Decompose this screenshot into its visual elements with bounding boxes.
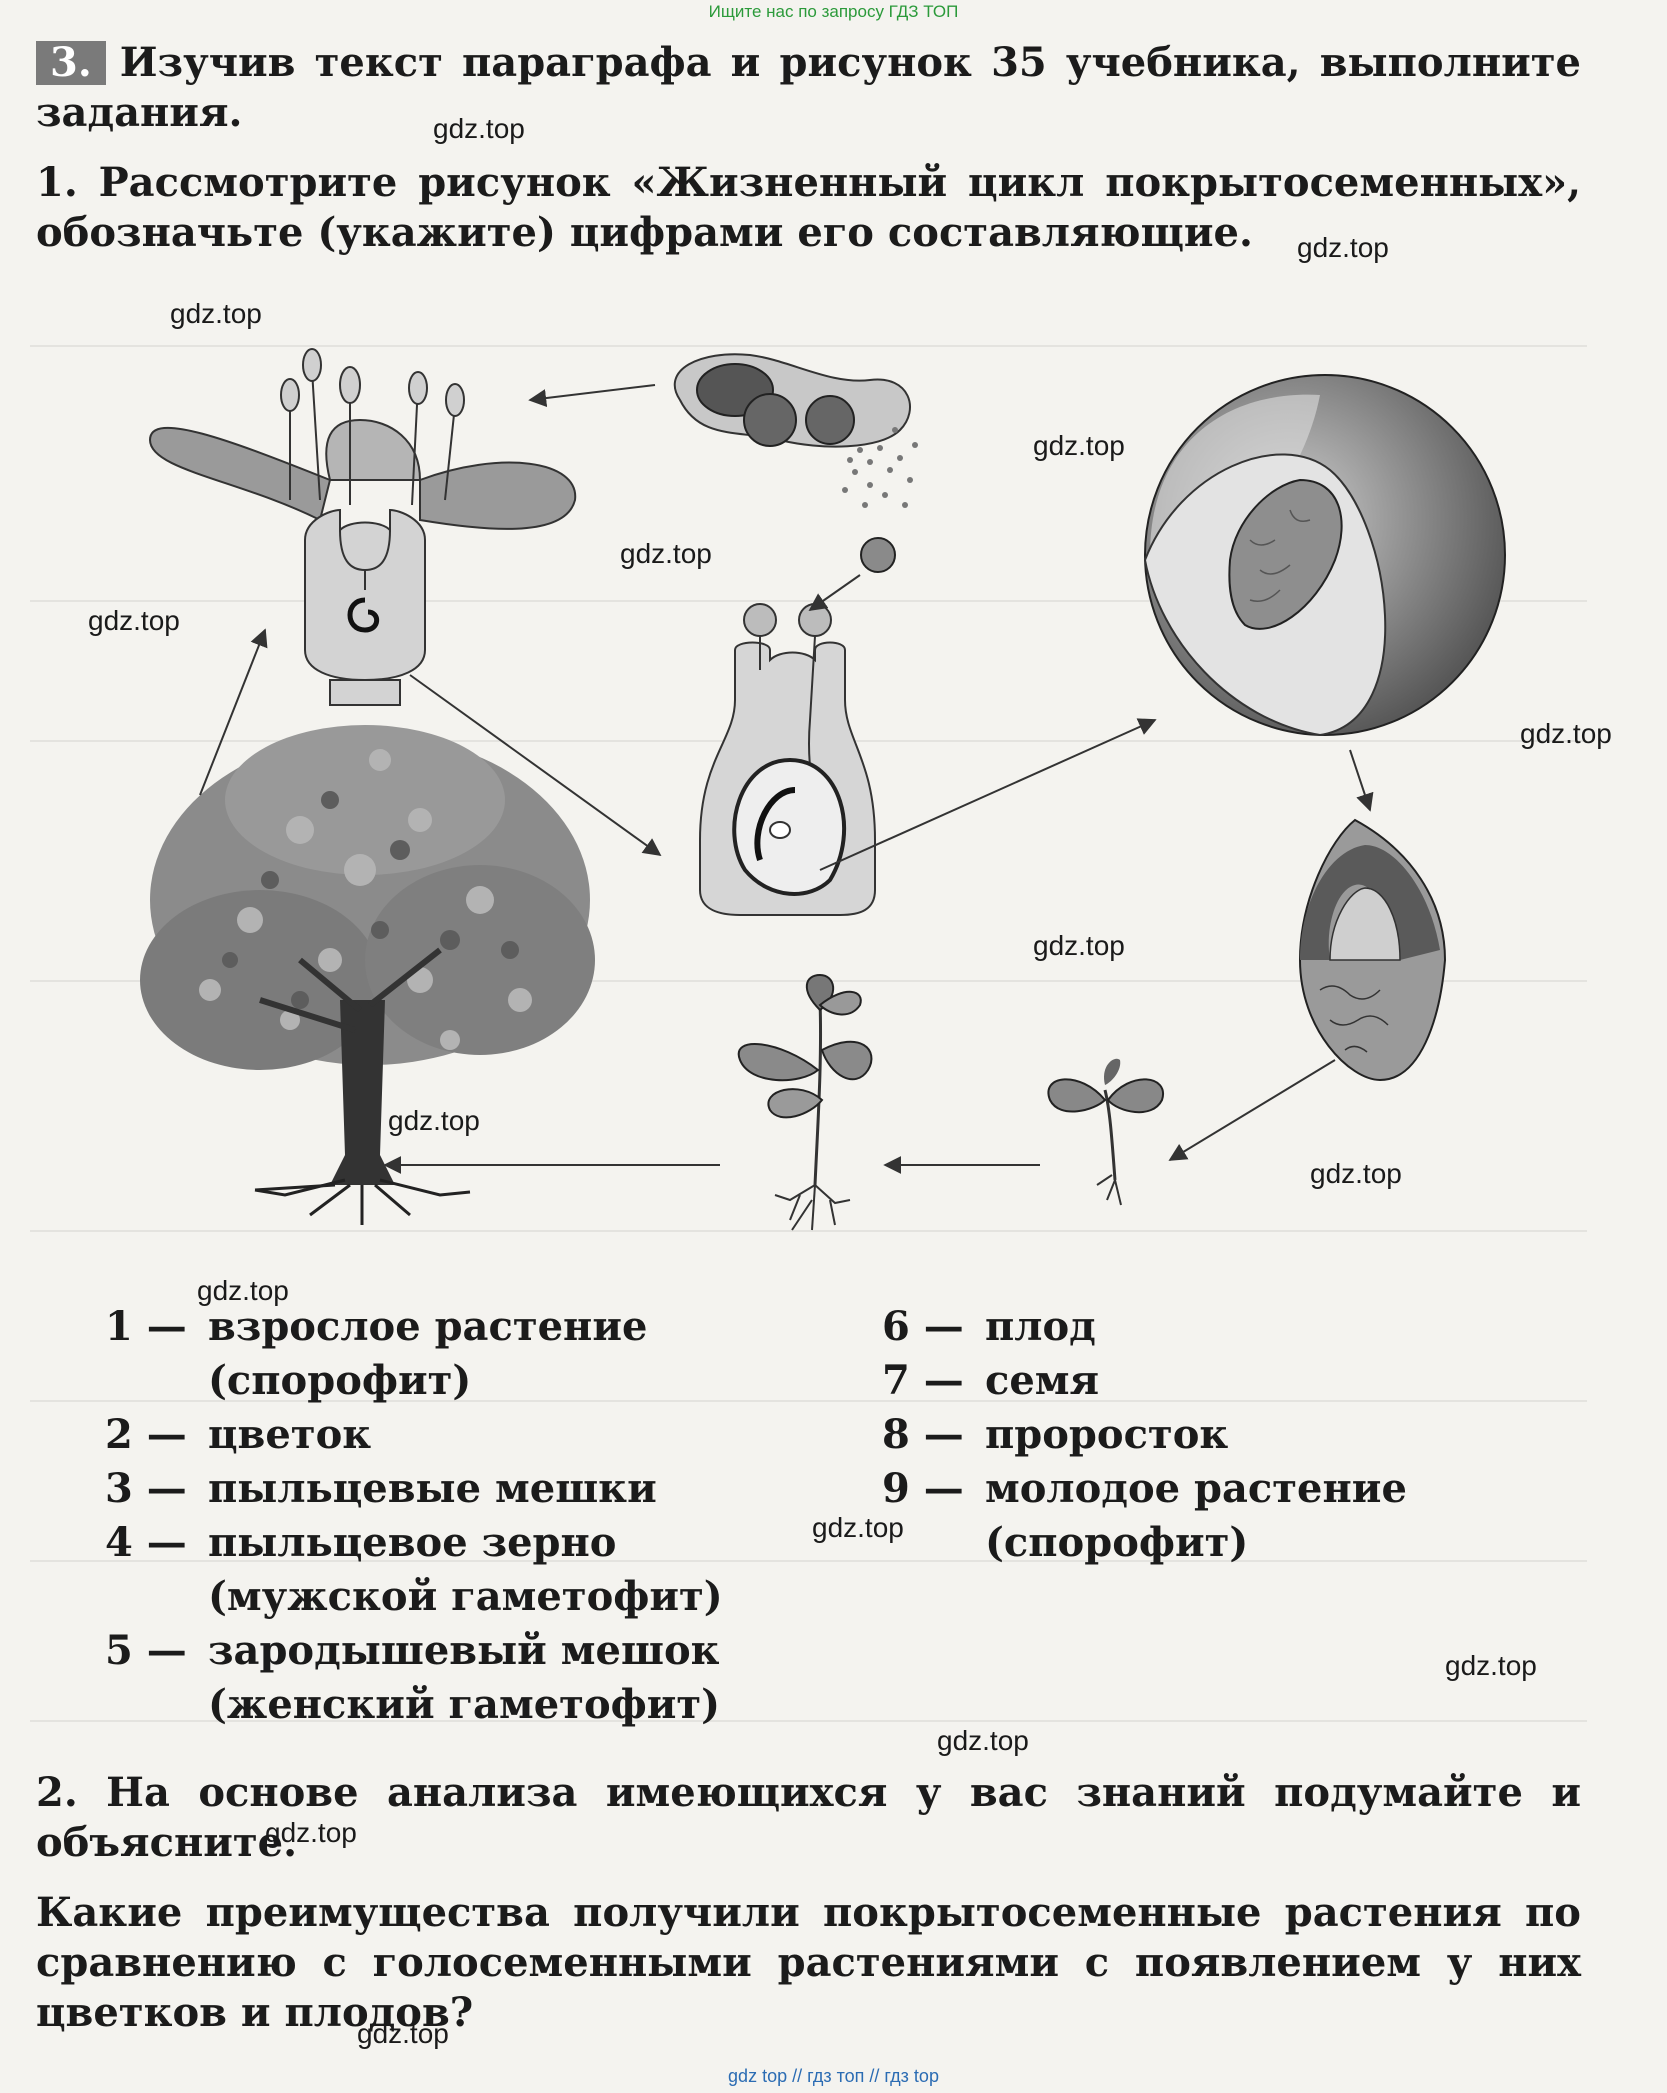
- life-cycle-arrows: [199, 384, 1374, 1174]
- watermark: gdz.top: [1445, 1650, 1537, 1681]
- young-plant-illustration: [737, 973, 873, 1231]
- watermark: gdz.top: [1297, 232, 1389, 263]
- legend-item-7: 7 —семя: [882, 1357, 1100, 1404]
- legend-item-1-cont: (спорофит): [208, 1357, 472, 1404]
- legend-left: 1 —взрослое растение (спорофит) 2 —цвето…: [105, 1300, 723, 1732]
- watermark: gdz.top: [1033, 930, 1125, 961]
- watermark: gdz.top: [1310, 1158, 1402, 1189]
- question-2: 2. На основе анализа имеющихся у вас зна…: [36, 1769, 1581, 1866]
- pollen-sacs-illustration: [673, 353, 918, 508]
- flower-illustration: [148, 348, 577, 706]
- legend-item-9: 9 —молодое растение: [882, 1465, 1407, 1512]
- legend-item-4: 4 —пыльцевое зерно: [105, 1519, 617, 1566]
- task-intro-text: Изучив текст параграфа и рисунок 35 учеб…: [36, 39, 1581, 136]
- task-intro: 3.Изучив текст параграфа и рисунок 35 уч…: [36, 38, 1581, 138]
- legend-right: 6 —плод 7 —семя 8 —проросток 9 —молодое …: [882, 1300, 1407, 1570]
- watermark: gdz.top: [197, 1275, 289, 1306]
- legend-item-8: 8 —проросток: [882, 1411, 1229, 1458]
- watermark: gdz.top: [812, 1512, 904, 1543]
- legend-item-4-cont: (мужской гаметофит): [208, 1573, 723, 1620]
- watermark: gdz.top: [1033, 430, 1125, 461]
- legend-item-1: 1 —взрослое растение: [105, 1303, 648, 1350]
- adult-tree-illustration: [140, 725, 595, 1225]
- legend-item-3: 3 —пыльцевые мешки: [105, 1465, 657, 1512]
- legend-item-6: 6 —плод: [882, 1303, 1096, 1350]
- watermark: gdz.top: [357, 2018, 449, 2049]
- legend-item-5: 5 —зародышевый мешок: [105, 1627, 720, 1674]
- pollen-grain-illustration: [860, 537, 896, 573]
- legend-item-5-cont: (женский гаметофит): [208, 1681, 721, 1728]
- fruit-illustration: [1143, 374, 1506, 737]
- question-2-text: Какие преимущества получили покрытосемен…: [36, 1889, 1581, 2036]
- seed-illustration: [1298, 818, 1447, 1082]
- watermark: gdz.top: [265, 1817, 357, 1848]
- legend-item-2: 2 —цветок: [105, 1411, 372, 1458]
- sprout-illustration: [1047, 1058, 1165, 1206]
- embryo-sac-illustration: [699, 603, 876, 916]
- watermark: gdz.top: [620, 538, 712, 569]
- watermark: gdz.top: [170, 298, 262, 329]
- legend-item-9-cont: (спорофит): [985, 1519, 1249, 1566]
- watermark: gdz.top: [388, 1105, 480, 1136]
- watermark: gdz.top: [88, 605, 180, 636]
- task-number: 3.: [36, 41, 106, 85]
- header-note: Ищите нас по запросу ГДЗ ТОП: [708, 2, 959, 21]
- footer-note: gdz top // гдз топ // гдз top: [728, 2066, 939, 2086]
- watermark: gdz.top: [937, 1725, 1029, 1756]
- watermark: gdz.top: [433, 113, 525, 144]
- watermark: gdz.top: [1520, 718, 1612, 749]
- question-1: 1. Рассмотрите рисунок «Жизненный цикл п…: [36, 159, 1581, 256]
